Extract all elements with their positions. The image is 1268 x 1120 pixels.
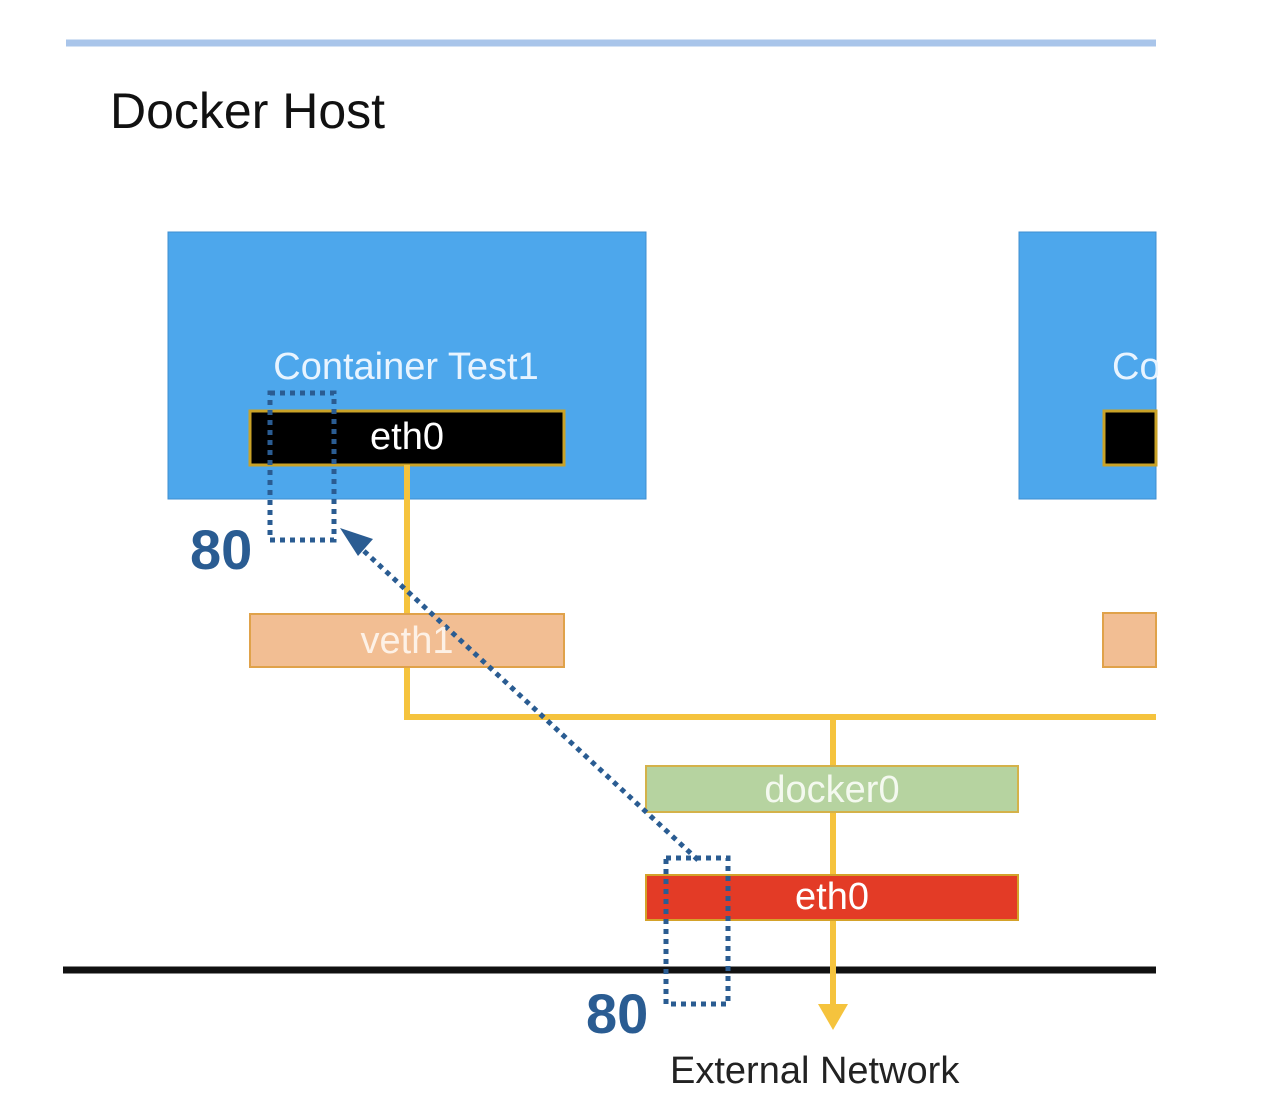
docker0-label: docker0 bbox=[764, 769, 900, 811]
external-arrow-head bbox=[818, 1004, 848, 1030]
container-test1-label: Container Test1 bbox=[273, 346, 539, 388]
container-2-eth0-box bbox=[1102, 409, 1158, 467]
host-eth0-box bbox=[645, 874, 1019, 921]
container-2-label: Co bbox=[1112, 348, 1158, 386]
host-port-label: 80 bbox=[586, 982, 649, 1045]
docker-host-title: Docker Host bbox=[110, 83, 386, 139]
container-test1-eth0-label: eth0 bbox=[370, 416, 444, 458]
external-network-label: External Network bbox=[670, 1050, 960, 1092]
container-2-veth-box bbox=[1102, 612, 1157, 668]
port-forward-arrow-head bbox=[340, 528, 373, 556]
container-test1-eth0-box bbox=[248, 409, 566, 467]
veth1-label: veth1 bbox=[360, 620, 454, 662]
port-80-container-marker bbox=[267, 390, 337, 543]
docker0-box bbox=[645, 765, 1019, 813]
host-eth0-label: eth0 bbox=[795, 876, 869, 918]
container-port-label: 80 bbox=[190, 518, 253, 581]
port-forward-path bbox=[350, 538, 700, 862]
veth1-box bbox=[249, 613, 565, 668]
